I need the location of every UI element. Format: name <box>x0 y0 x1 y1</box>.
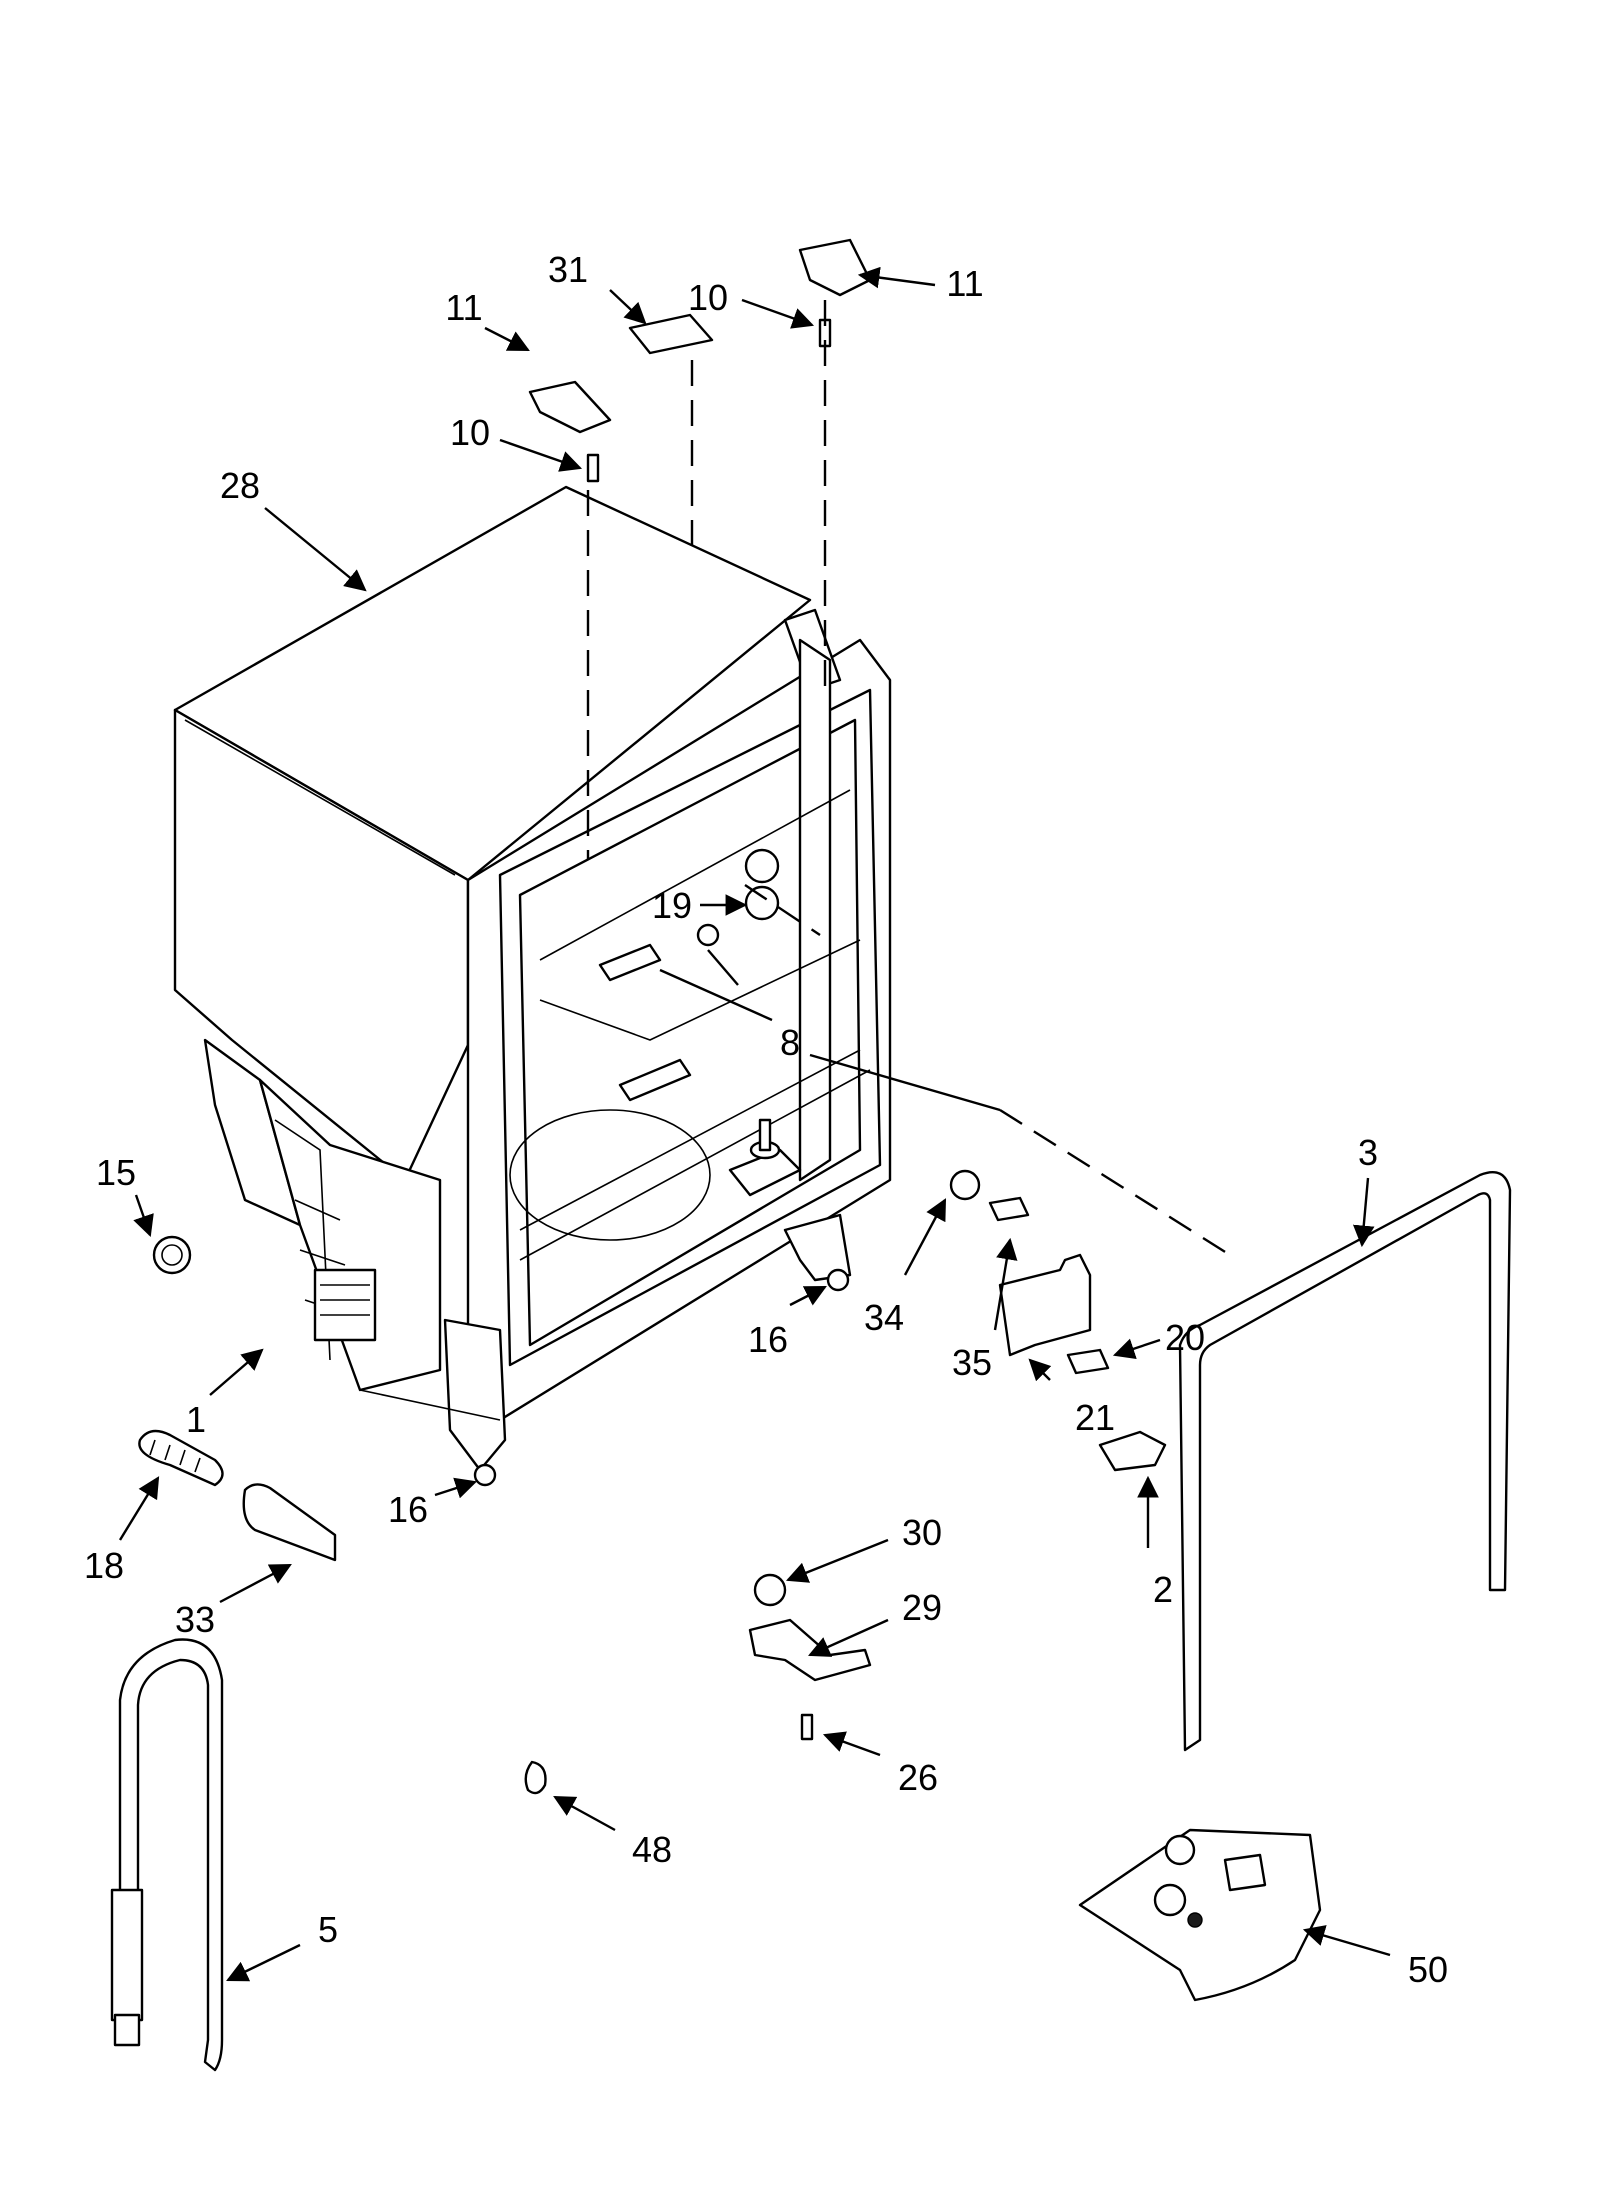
part-35-screw <box>988 1196 1030 1222</box>
assembly-line-gasket <box>999 1108 1231 1257</box>
callout-3: 3 <box>1358 1132 1378 1173</box>
part-30-thermostat <box>753 1573 787 1607</box>
callout-11-left: 11 <box>445 287 482 328</box>
part-20-screw <box>1066 1348 1110 1375</box>
callout-35: 35 <box>952 1342 992 1383</box>
part-19-screw <box>696 923 720 947</box>
part-16-leg-left <box>473 1463 497 1487</box>
part-31-vent <box>628 313 714 355</box>
part-11-bracket-left <box>528 380 612 434</box>
assembly-line-rollers <box>744 884 821 936</box>
callout-29: 29 <box>902 1587 942 1628</box>
callout-28: 28 <box>220 465 260 506</box>
callout-21: 21 <box>1075 1397 1115 1438</box>
part-5-hose <box>118 1638 224 2072</box>
part-33-pad <box>242 1483 337 1562</box>
callout-26: 26 <box>898 1757 938 1798</box>
part-29-bracket <box>748 1618 872 1682</box>
callout-31: 31 <box>548 249 588 290</box>
tub-assembly <box>173 485 892 1472</box>
part-19-roller-bottom <box>744 885 780 921</box>
callout-11-top: 11 <box>946 263 983 304</box>
callout-16-left: 16 <box>388 1489 428 1530</box>
part-3-door-gasket <box>1178 1170 1512 1752</box>
callout-30: 30 <box>902 1512 942 1553</box>
callout-20: 20 <box>1165 1317 1205 1358</box>
callout-19: 19 <box>652 885 692 926</box>
callout-15: 15 <box>96 1152 136 1193</box>
part-21-bracket <box>998 1253 1092 1357</box>
part-16-leg-right <box>826 1268 850 1292</box>
callout-10-left: 10 <box>450 412 490 453</box>
callout-34: 34 <box>864 1297 904 1338</box>
callout-8: 8 <box>780 1022 800 1063</box>
callout-10-top: 10 <box>688 277 728 318</box>
part-11-bracket-right <box>798 238 872 297</box>
callout-5: 5 <box>318 1909 338 1950</box>
part-34-washer <box>949 1169 981 1201</box>
callout-18: 18 <box>84 1545 124 1586</box>
part-10-screw-left <box>586 453 600 483</box>
callout-1: 1 <box>186 1399 206 1440</box>
part-48-clip <box>524 1760 547 1795</box>
callout-16-right: 16 <box>748 1319 788 1360</box>
callout-2: 2 <box>1153 1569 1173 1610</box>
part-18-spring <box>138 1429 224 1487</box>
part-2-clip <box>1098 1430 1167 1472</box>
leader-lines <box>118 266 1391 1982</box>
part-19-roller-top <box>744 848 780 884</box>
part-26-screw <box>800 1713 814 1741</box>
part-15-plug <box>152 1235 192 1275</box>
callout-48: 48 <box>632 1829 672 1870</box>
callout-33: 33 <box>175 1599 215 1640</box>
callout-50: 50 <box>1408 1949 1448 1990</box>
